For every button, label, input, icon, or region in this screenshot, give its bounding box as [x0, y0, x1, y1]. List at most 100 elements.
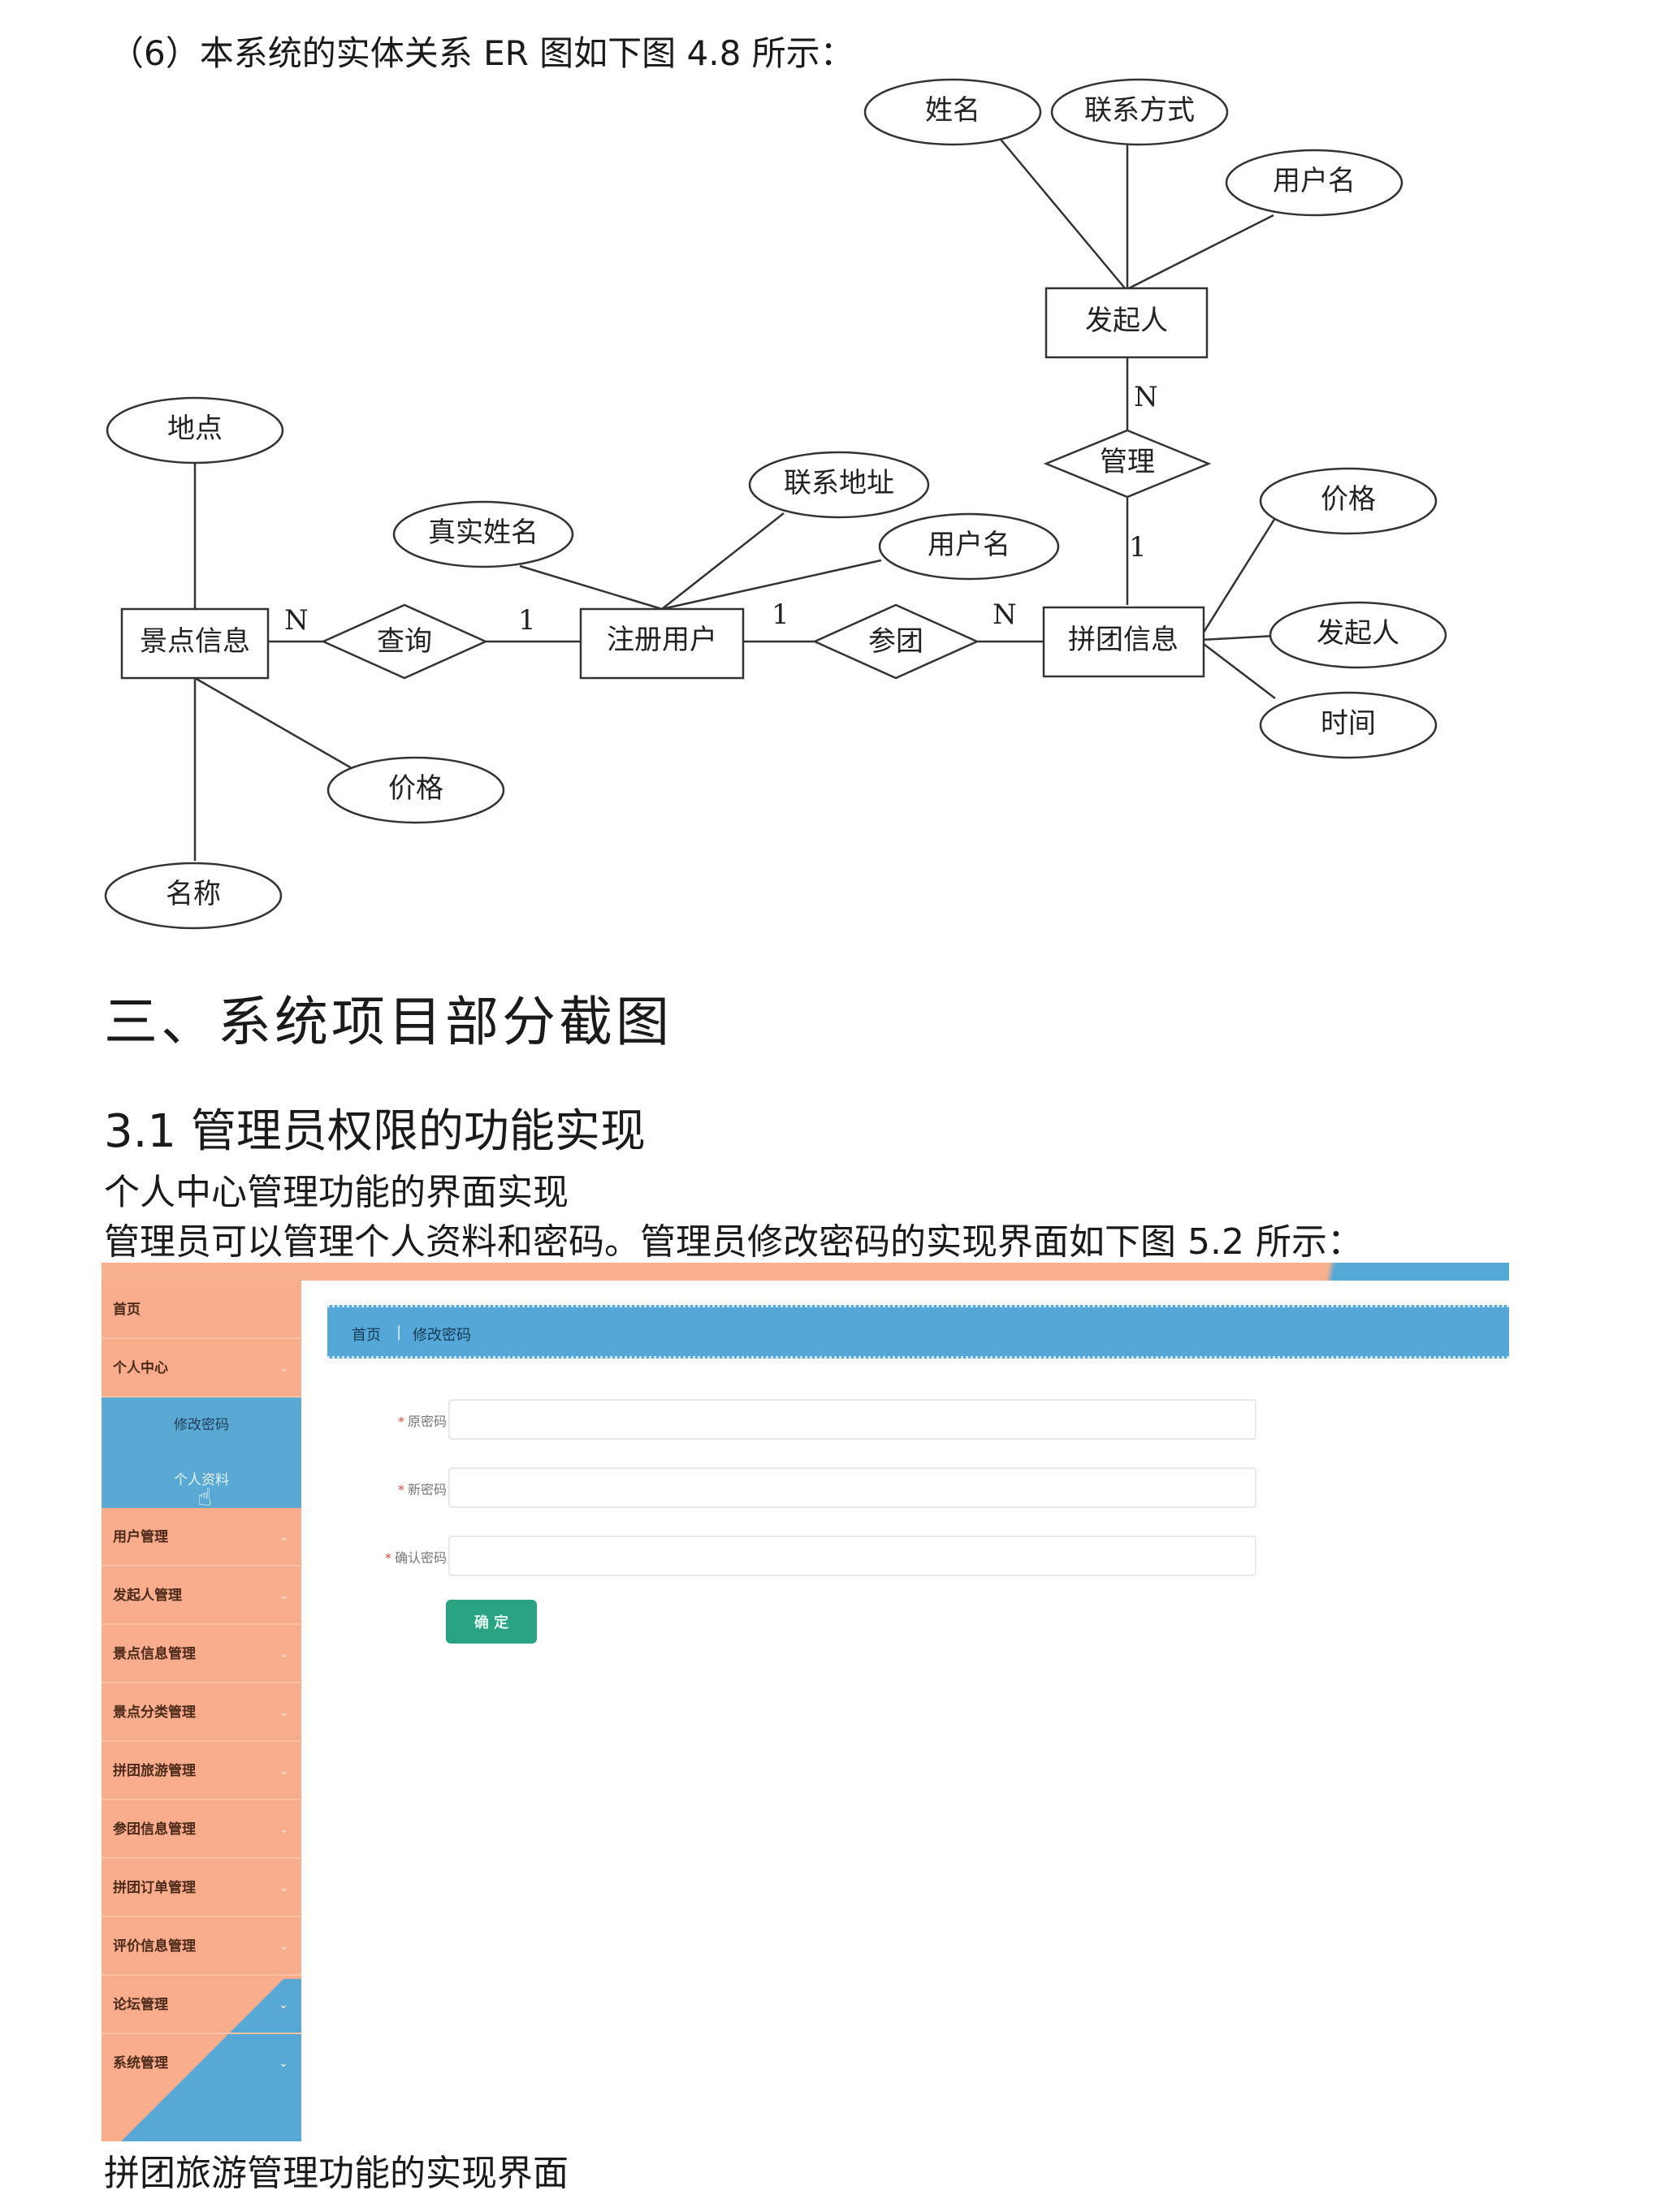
chevron-down-icon: ⌄	[279, 1765, 288, 1778]
sidebar-item-label: 系统管理	[113, 2055, 168, 2072]
entity-faqiren	[1044, 287, 1209, 359]
sidebar-item-label: 论坛管理	[113, 1997, 168, 2013]
breadcrumb-home[interactable]: 首页	[352, 1327, 381, 1344]
sidebar-item-join-info[interactable]: 参团信息管理 ⌄	[102, 1800, 301, 1859]
required-mark: *	[397, 1414, 404, 1429]
attr-jiage-right-label: 价格	[1321, 483, 1376, 516]
sidebar-item-group-tour[interactable]: 拼团旅游管理 ⌄	[102, 1742, 301, 1800]
paragraph-admin-password: 管理员可以管理个人资料和密码。管理员修改密码的实现界面如下图 5.2 所示：	[104, 1221, 1363, 1263]
entity-zhuce-label: 注册用户	[607, 624, 717, 656]
sidebar-item-initiators[interactable]: 发起人管理 ⌄	[102, 1566, 301, 1625]
confirm-password-input[interactable]	[448, 1536, 1256, 1576]
attr-shijian	[1259, 691, 1438, 759]
sidebar-subitem-change-password[interactable]: 修改密码	[102, 1398, 301, 1453]
sidebar-subitem-label: 个人资料	[174, 1472, 229, 1488]
chevron-down-icon: ⌄	[279, 1706, 288, 1719]
entity-zhuce	[579, 607, 745, 680]
attr-mingcheng-label: 名称	[166, 878, 221, 910]
sidebar-item-label: 拼团订单管理	[113, 1880, 196, 1896]
attr-yonghuming-top-label: 用户名	[1273, 165, 1356, 197]
new-password-label: *新密码	[264, 1479, 447, 1498]
rel-guanli-label: 管理	[1100, 446, 1155, 478]
entity-pintuan-label: 拼团信息	[1068, 624, 1178, 656]
entity-jingdian	[120, 607, 270, 680]
chevron-down-icon: ⌄	[279, 1881, 288, 1894]
sidebar-item-scenic-info[interactable]: 景点信息管理 ⌄	[102, 1625, 301, 1683]
old-password-label: *原密码	[264, 1411, 447, 1430]
attr-mingcheng	[104, 862, 283, 930]
breadcrumb: 首页 | 修改密码	[327, 1305, 1509, 1359]
attr-lianxidizhi	[748, 451, 930, 519]
rel-cantuan	[811, 603, 980, 680]
sidebar-item-label: 评价信息管理	[113, 1938, 196, 1955]
card-cantuan-right: N	[993, 598, 1017, 631]
attr-jiage-left	[327, 756, 505, 824]
sidebar-item-scenic-category[interactable]: 景点分类管理⌄	[102, 1683, 301, 1742]
chevron-down-icon: ⌄	[279, 1589, 288, 1602]
attr-faqiren	[1269, 601, 1447, 669]
attr-xingming-label: 姓名	[925, 94, 980, 127]
card-chaxun-left: N	[284, 604, 309, 637]
label-text: 确认密码	[394, 1550, 447, 1566]
card-chaxun-right: 1	[518, 604, 536, 637]
intro-text: （6）本系统的实体关系 ER 图如下图 4.8 所示：	[110, 33, 854, 73]
new-password-input[interactable]	[448, 1467, 1256, 1508]
sidebar-item-label: 参团信息管理	[113, 1821, 196, 1838]
heading-3-1: 3.1 管理员权限的功能实现	[104, 1105, 646, 1158]
required-mark: *	[397, 1482, 404, 1497]
attr-zhenshixingming-label: 真实姓名	[428, 516, 538, 549]
chevron-down-icon: ⌄	[279, 1362, 288, 1375]
sidebar-item-home[interactable]: 首页	[102, 1281, 301, 1339]
label-text: 原密码	[407, 1414, 447, 1429]
attr-jiage-right	[1259, 467, 1438, 535]
sidebar-item-group-orders[interactable]: 拼团订单管理 ⌄	[102, 1859, 301, 1917]
label-text: 新密码	[407, 1482, 447, 1497]
sidebar-subitem-label: 修改密码	[174, 1417, 229, 1433]
paragraph-personal-center: 个人中心管理功能的界面实现	[104, 1172, 569, 1213]
chevron-down-icon: ⌄	[279, 1998, 288, 2011]
sidebar-item-personal-center[interactable]: 个人中心⌄	[102, 1339, 301, 1398]
attr-zhenshixingming	[392, 500, 574, 568]
card-guanli-top: N	[1134, 381, 1158, 413]
sidebar: 首页 个人中心⌄ 修改密码 个人资料 ☝ 用户管理 ⌄ 发起人管理 ⌄ 景点信息管理…	[102, 1281, 301, 2141]
admin-ui-screenshot: 首页 个人中心⌄ 修改密码 个人资料 ☝ 用户管理 ⌄ 发起人管理 ⌄ 景点信息管理…	[102, 1263, 1509, 2141]
old-password-input[interactable]	[448, 1399, 1256, 1440]
top-stripe	[102, 1263, 1509, 1281]
attr-xingming	[863, 78, 1042, 146]
attr-lianxifangshi-label: 联系方式	[1084, 94, 1195, 127]
breadcrumb-current: 修改密码	[413, 1327, 471, 1344]
attr-yonghuming-mid	[878, 512, 1060, 581]
paragraph-group-tour: 拼团旅游管理功能的实现界面	[104, 2153, 569, 2194]
chevron-down-icon: ⌄	[279, 1823, 288, 1836]
attr-lianxidizhi-label: 联系地址	[784, 467, 894, 499]
sidebar-item-system[interactable]: 系统管理⌄	[102, 2034, 301, 2093]
sidebar-item-label: 用户管理	[113, 1529, 168, 1545]
entity-jingdian-label: 景点信息	[140, 625, 250, 658]
sidebar-item-label: 发起人管理	[113, 1588, 182, 1604]
attr-lianxifangshi	[1050, 78, 1229, 146]
sidebar-item-users[interactable]: 用户管理 ⌄	[102, 1508, 301, 1566]
sidebar-subitem-profile[interactable]: 个人资料	[102, 1453, 301, 1508]
attr-shijian-label: 时间	[1321, 707, 1376, 740]
heading-section-3: 三、系统项目部分截图	[104, 991, 672, 1053]
chevron-down-icon: ⌄	[279, 1648, 288, 1661]
hand-cursor-icon: ☝	[197, 1484, 213, 1512]
chevron-down-icon: ⌄	[279, 1531, 288, 1544]
attr-didian	[106, 396, 284, 464]
card-cantuan-left: 1	[772, 598, 789, 631]
attr-faqiren-label: 发起人	[1317, 617, 1399, 650]
sidebar-item-label: 拼团旅游管理	[113, 1763, 196, 1779]
sidebar-item-label: 景点信息管理	[113, 1646, 196, 1662]
sidebar-item-label: 首页	[113, 1302, 141, 1318]
er-diagram: 姓名 联系方式 用户名 地点 真实姓名 联系地址 用户名 价格 发起人 时间 价…	[104, 78, 1447, 930]
sidebar-item-forum[interactable]: 论坛管理 ⌄	[102, 1976, 301, 2034]
attr-yonghuming-mid-label: 用户名	[928, 529, 1010, 561]
rel-cantuan-label: 参团	[868, 625, 923, 658]
sidebar-corner-decoration	[102, 1979, 301, 2141]
confirm-button[interactable]: 确 定	[446, 1600, 537, 1644]
entity-pintuan	[1042, 606, 1205, 678]
confirm-password-label: *确认密码	[264, 1547, 447, 1566]
sidebar-item-reviews[interactable]: 评价信息管理⌄	[102, 1917, 301, 1976]
attr-jiage-left-label: 价格	[388, 772, 443, 805]
breadcrumb-separator: |	[396, 1324, 402, 1341]
